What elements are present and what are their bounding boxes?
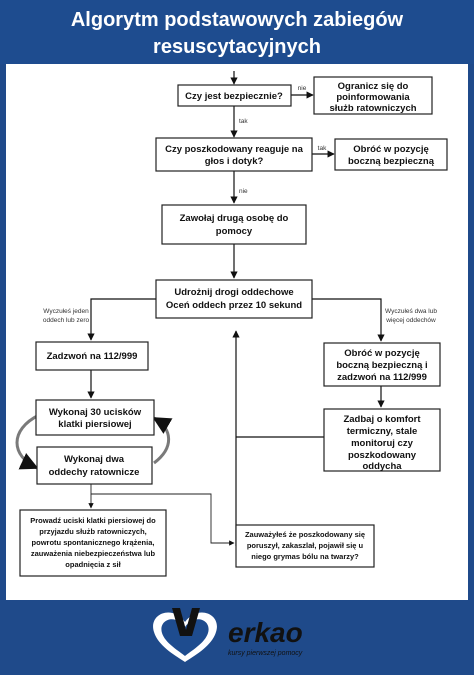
text-comfort-2: termiczny, stale xyxy=(347,426,418,437)
text-comfort-5: oddycha xyxy=(362,461,402,472)
text-comfort-3: monitoruj czy xyxy=(351,438,413,449)
text-continue-1: Prowadź uciski klatki piersiowej do xyxy=(30,516,156,525)
label-no-2: nie xyxy=(239,188,248,195)
box-breaths xyxy=(36,446,153,485)
cycle-arrow-left xyxy=(15,413,40,470)
text-inform-3: służb ratowniczych xyxy=(329,103,416,114)
box-comfort xyxy=(323,408,441,472)
box-is-safe xyxy=(177,84,292,107)
title-line-1: Algorytm podstawowych zabiegów xyxy=(70,9,404,31)
label-one-breath-2: oddech lub zero xyxy=(43,317,90,324)
label-yes-1: tak xyxy=(239,118,248,125)
box-inform xyxy=(313,76,433,115)
label-no-1: nie xyxy=(298,85,307,92)
text-compressions-2: klatki piersiowej xyxy=(58,419,131,430)
text-airway-2: Oceń oddech przez 10 sekund xyxy=(166,300,302,311)
text-call-help-1: Zawołaj drugą osobę do xyxy=(180,213,289,224)
box-compressions xyxy=(35,399,155,436)
label-two-breaths-1: Wyczułeś dwa lub xyxy=(385,308,437,315)
logo-tagline: kursy pierwszej pomocy xyxy=(228,650,303,657)
title-banner: Algorytm podstawowych zabiegów resuscyta… xyxy=(0,0,474,64)
text-responds-2: głos i dotyk? xyxy=(205,156,264,167)
title-line-2: resuscytacyjnych xyxy=(153,36,321,58)
logo-name: erkao xyxy=(228,617,303,648)
cycle-arrow-right xyxy=(152,416,173,465)
text-continue-3: powrotu spontanicznego krążenia, xyxy=(32,538,155,547)
text-comfort-1: Zadbaj o komfort xyxy=(343,414,421,425)
text-continue-5: opadnięcia z sił xyxy=(65,560,121,569)
box-recovery-position xyxy=(334,138,448,171)
text-breaths-1: Wykonaj dwa xyxy=(64,454,125,465)
text-responds-1: Czy poszkodowany reaguje na xyxy=(165,144,303,155)
text-noticed-1: Zauważyłeś że poszkodowany się xyxy=(245,530,365,539)
flowchart-area: nie tak tak nie Wyczułeś jeden oddech lu… xyxy=(6,64,468,600)
text-airway-1: Udrożnij drogi oddechowe xyxy=(174,287,293,298)
logo: erkao kursy pierwszej pomocy xyxy=(153,608,303,662)
arrow-two-breaths xyxy=(312,298,385,342)
text-recovery-call-2: boczną bezpieczną i xyxy=(336,360,427,371)
box-continue-cpr xyxy=(19,509,167,577)
box-recovery-call xyxy=(323,342,441,387)
text-call-help-2: pomocy xyxy=(216,226,253,237)
label-yes-2: tak xyxy=(318,145,327,152)
text-continue-4: zauważenia niebezpieczeństwa lub xyxy=(31,549,156,558)
text-is-safe: Czy jest bezpiecznie? xyxy=(185,91,283,102)
text-comfort-4: poszkodowany xyxy=(348,450,417,461)
box-airway xyxy=(155,279,313,319)
box-call-help xyxy=(161,204,307,245)
heart-inner-icon xyxy=(161,619,209,656)
text-inform-2: poinformowania xyxy=(336,92,410,103)
text-recovery-call-3: zadzwoń na 112/999 xyxy=(337,372,427,383)
text-inform-1: Ogranicz się do xyxy=(338,81,409,92)
label-two-breaths-2: więcej oddechów xyxy=(385,317,436,324)
text-breaths-2: oddechy ratownicze xyxy=(49,467,140,478)
box-responds xyxy=(155,137,313,172)
arrow-one-breath xyxy=(87,298,156,341)
text-recovery-2: boczną bezpieczną xyxy=(348,156,435,167)
box-call-112 xyxy=(35,341,149,371)
text-recovery-call-1: Obróć w pozycję xyxy=(344,348,420,359)
text-continue-2: przyjazdu służb ratowniczych, xyxy=(39,527,147,536)
text-compressions-1: Wykonaj 30 ucisków xyxy=(49,407,142,418)
text-noticed-3: niego grymas bólu na twarzy? xyxy=(251,552,359,561)
text-recovery-1: Obróć w pozycję xyxy=(353,144,429,155)
arrow-to-noticed xyxy=(90,484,235,546)
hands-icon xyxy=(172,608,200,636)
flowchart: nie tak tak nie Wyczułeś jeden oddech lu… xyxy=(15,71,448,577)
text-call-112: Zadzwoń na 112/999 xyxy=(47,351,138,362)
text-noticed-2: poruszył, zakaszlał, pojawił się u xyxy=(247,541,364,550)
label-one-breath-1: Wyczułeś jeden xyxy=(43,308,89,315)
footer-bar: erkao kursy pierwszej pomocy xyxy=(0,600,474,670)
box-noticed xyxy=(235,524,375,568)
